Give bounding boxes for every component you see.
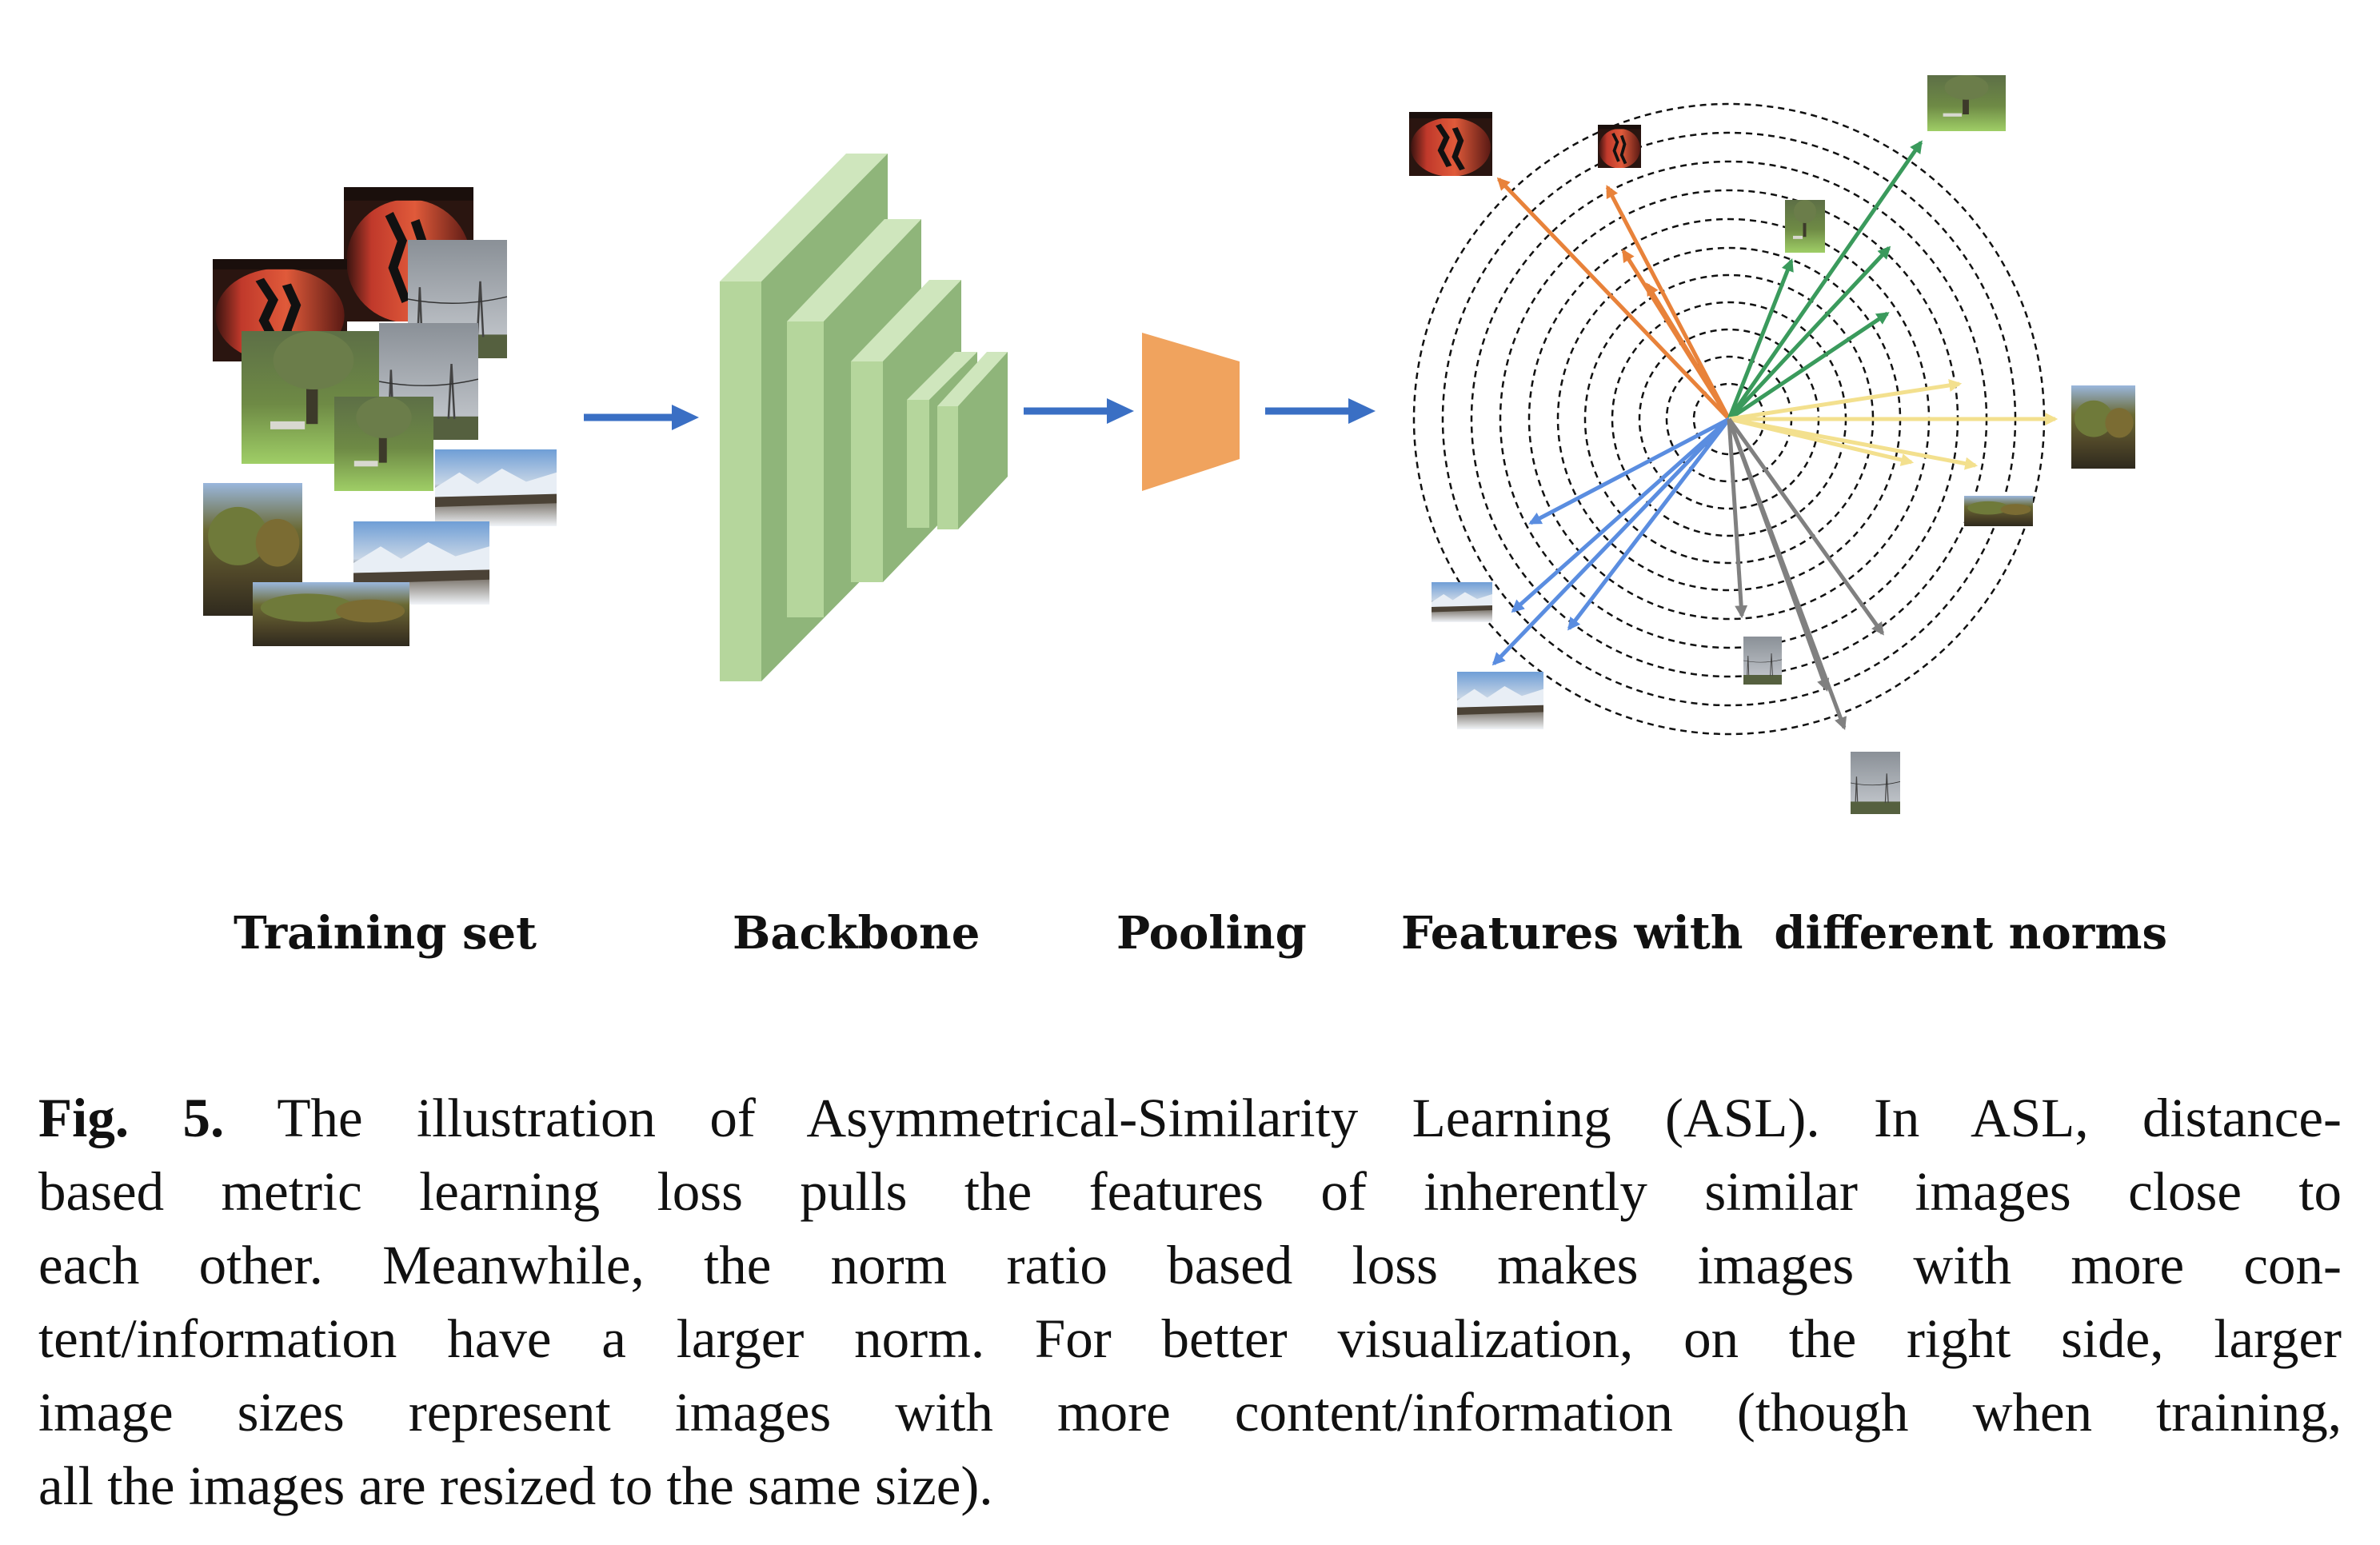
label-features: Features with different norms [1401, 907, 2167, 960]
feature-vector-blue [1567, 417, 1731, 631]
label-backbone: Backbone [733, 907, 980, 960]
feature-thumbnail-lantern [1409, 112, 1492, 177]
feature-thumbnail-lantern [1598, 125, 1641, 168]
feature-vector-blue [1511, 417, 1731, 613]
feature-vector-orange [1605, 185, 1731, 421]
feature-thumbnail-snow [1457, 672, 1543, 729]
training-set-collage [203, 187, 557, 646]
feature-thumbnail-lake [1964, 496, 2033, 526]
feature-vector-green [1727, 311, 1890, 421]
feature-vector-blue [1528, 417, 1731, 525]
backbone-block-5 [937, 406, 958, 529]
backbone-blocks [720, 154, 1008, 681]
feature-vector-green [1727, 258, 1794, 420]
feature-thumbnail-park [1785, 200, 1825, 253]
backbone-block-4 [907, 400, 929, 528]
caption-line-6: all the images are resized to the same s… [38, 1455, 993, 1516]
feature-vector-yellow [1728, 417, 1915, 466]
feature-vector-blue [1491, 417, 1731, 666]
feature-vector-gray [1727, 418, 1830, 693]
label-training-set: Training set [234, 907, 537, 960]
flow-arrows [584, 398, 1376, 430]
feature-thumbnail-park [1927, 75, 2006, 131]
caption-line-3: each other. Meanwhile, the norm ratio ba… [38, 1235, 2342, 1295]
figure-caption: Fig. 5. The illustration of Asymmetrical… [38, 1081, 2342, 1523]
feature-thumbnail-sky [1851, 752, 1900, 814]
label-pooling: Pooling [1116, 907, 1307, 960]
thumbnail-snow-image [435, 449, 557, 526]
caption-line-5: image sizes represent images with more c… [38, 1382, 2342, 1443]
feature-vector-green [1727, 140, 1923, 421]
caption-line-1-text: The illustration of Asymmetrical-Similar… [224, 1088, 2342, 1148]
feature-vector-orange [1496, 177, 1731, 421]
caption-line-1: Fig. 5. The illustration of Asymmetrical… [38, 1081, 2342, 1155]
feature-thumbnail-sky [1743, 637, 1782, 685]
feature-vector-green [1727, 246, 1891, 421]
arrow-to-backbone-head [672, 405, 699, 430]
caption-line-2: based metric learning loss pulls the fea… [38, 1161, 2342, 1222]
pooling-trapezoid [1142, 333, 1240, 491]
arrow-to-features-head [1348, 398, 1376, 424]
thumbnail-lake-image [253, 582, 409, 646]
feature-vectors [1491, 140, 2059, 730]
backbone-block-2 [787, 321, 824, 617]
feature-thumbnails [1409, 75, 2135, 814]
feature-vector-gray [1727, 418, 1748, 619]
feature-vector-yellow [1728, 379, 1963, 421]
thumbnail-park-image [334, 397, 433, 491]
feature-vector-gray [1727, 417, 1885, 636]
feature-thumbnail-snow [1432, 582, 1492, 622]
backbone-block-1 [720, 281, 761, 681]
arrow-to-pooling-head [1107, 398, 1134, 424]
feature-thumbnail-lake [2071, 385, 2135, 469]
backbone-block-3 [851, 361, 883, 582]
caption-line-4: tent/information have a larger norm. For… [38, 1308, 2342, 1369]
caption-fig-number: Fig. 5. [38, 1088, 225, 1148]
feature-vector-orange [1645, 282, 1731, 421]
